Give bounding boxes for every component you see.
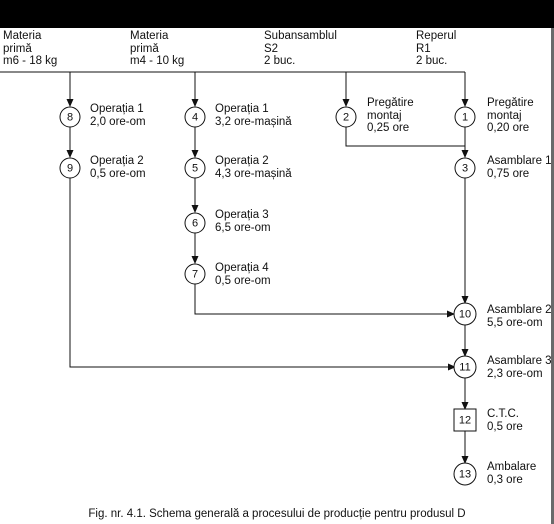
node-1 (454, 106, 476, 128)
node-13 (453, 462, 477, 486)
node-9-number: 9 (67, 163, 73, 175)
node-3 (454, 157, 476, 179)
node-7-number: 7 (192, 269, 198, 281)
node-10 (453, 302, 477, 326)
node-6-number: 6 (192, 218, 198, 230)
node-8-number: 8 (67, 112, 73, 124)
node-9 (59, 157, 81, 179)
node-1-number: 1 (462, 112, 468, 124)
node-10-number: 10 (459, 309, 471, 321)
node-12-number: 12 (459, 415, 471, 427)
right-border (551, 28, 554, 524)
node-2-number: 2 (343, 112, 349, 124)
arrow-7-10 (194, 284, 455, 318)
label-node-12: C.T.C.0,5 ore (487, 408, 523, 433)
node-5 (184, 157, 206, 179)
node-4-number: 4 (192, 112, 198, 124)
top-black-bar (0, 0, 554, 28)
node-5-number: 5 (192, 163, 198, 175)
arrow-9-11 (69, 178, 456, 371)
node-12 (453, 408, 477, 432)
node-11-number: 11 (459, 362, 470, 374)
node-2 (335, 106, 357, 128)
node-8 (59, 106, 81, 128)
line-2-join (345, 127, 465, 147)
node-3-number: 3 (462, 163, 468, 175)
figure-caption: Fig. nr. 4.1. Schema generală a procesul… (88, 508, 466, 520)
node-7 (184, 263, 206, 285)
node-4 (184, 106, 206, 128)
node-11 (453, 355, 477, 379)
node-6 (184, 212, 206, 234)
node-13-number: 13 (459, 469, 471, 481)
